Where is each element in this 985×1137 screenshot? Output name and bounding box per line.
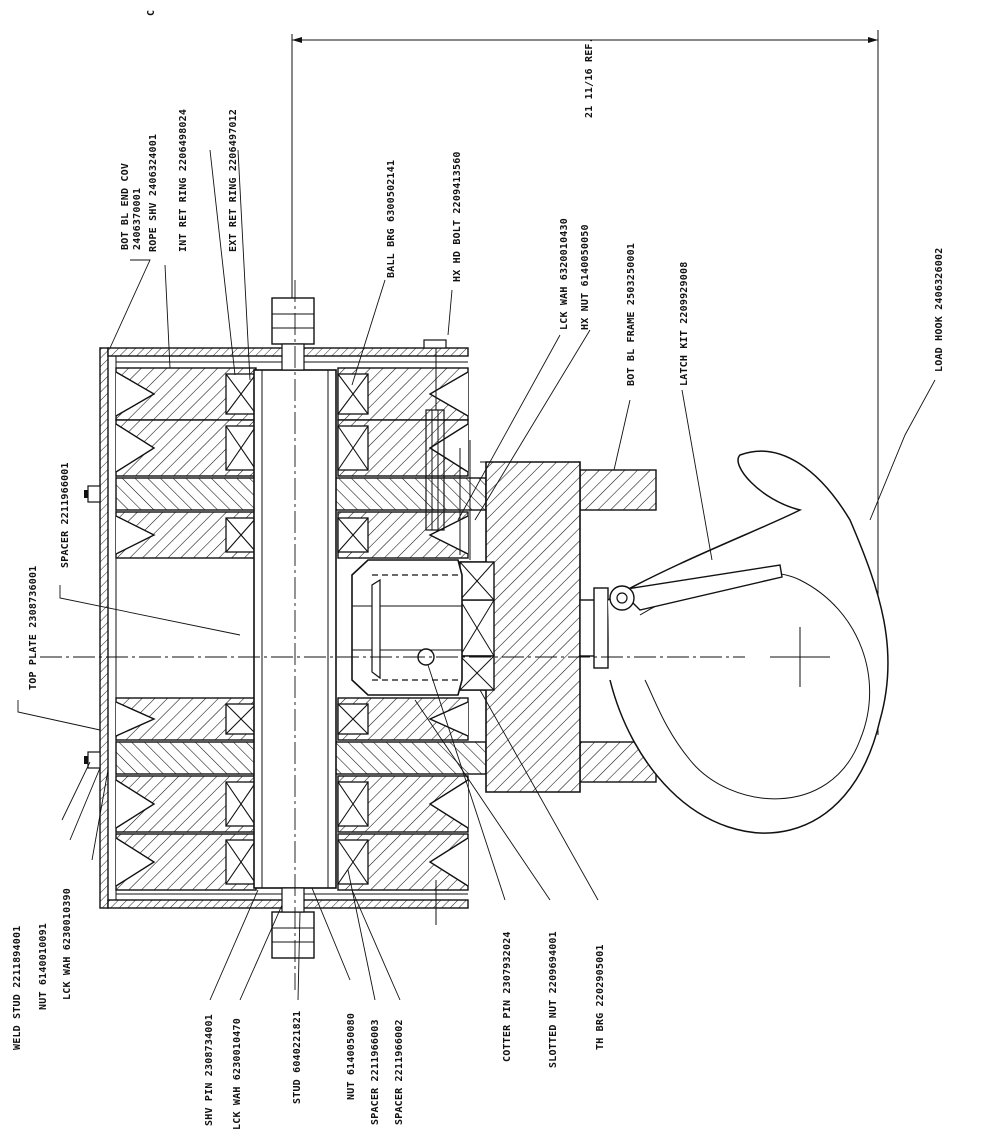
label-bot-bl-end-cov: BOT BL END COV — [120, 163, 131, 250]
bearing-cross — [225, 373, 257, 415]
label-latch-kit: LATCH KIT 2209929008 — [679, 262, 690, 386]
rope-groove — [428, 779, 469, 829]
label-nut-1: NUT 6140010091 — [38, 923, 49, 1010]
rope-sheaves — [115, 367, 469, 891]
label-weld-stud: WELD STUD 2211894001 — [12, 926, 23, 1050]
label-hx-hd-bolt: HX HD BOLT 2209413560 — [452, 151, 463, 282]
load-hook-shape — [607, 450, 889, 834]
label-bot-bl-end-cov-2: 2406370001 — [132, 188, 143, 250]
rope-groove — [428, 515, 469, 555]
rope-groove — [428, 701, 469, 737]
bearing-cross — [337, 373, 369, 415]
bearing-cross — [225, 517, 257, 553]
label-slotted-nut: SLOTTED NUT 2209694001 — [548, 931, 559, 1068]
label-shv-pin: SHV PIN 2308734001 — [204, 1014, 215, 1126]
label-ext-ret-ring: EXT RET RING 2206497012 — [228, 109, 239, 252]
label-spacer-3: SPACER 2211966003 — [370, 1019, 381, 1125]
bearing-cross — [337, 517, 369, 553]
label-int-ret-ring: INT RET RING 2206498024 — [178, 109, 189, 252]
part-labels: WELD STUD 2211894001 NUT 6140010091 LCK … — [12, 109, 945, 1130]
rope-groove — [428, 371, 469, 417]
dimension-text: 21 11/16 REF. — [584, 37, 595, 118]
fasteners — [84, 297, 486, 959]
label-stud: STUD 6040221821 — [292, 1011, 303, 1104]
bearing-cross — [225, 839, 257, 885]
rope-groove — [115, 837, 156, 887]
label-load-hook: LOAD HOOK 2406326002 — [934, 248, 945, 372]
bearing-cross — [337, 425, 369, 471]
label-nut-2: NUT 6140050080 — [346, 1013, 357, 1100]
rope-groove — [428, 837, 469, 887]
slotted-nut-shape — [351, 559, 463, 696]
label-top-plate: TOP PLATE 2308736001 — [28, 566, 39, 690]
label-bot-bl-frame: BOT BL FRAME 2503250001 — [626, 243, 637, 386]
rope-groove — [115, 779, 156, 829]
latch-kit-shape — [609, 564, 783, 611]
corner-mark: C — [146, 10, 157, 16]
label-lck-wah-3: LCK WAH 6230010470 — [232, 1018, 243, 1130]
rope-groove — [115, 515, 156, 555]
label-lck-wah-1: LCK WAH 6230010390 — [62, 888, 73, 1000]
leader-lines — [17, 149, 936, 1001]
bearing-cross — [337, 781, 369, 827]
label-lck-wah-2: LCK WAH 6320010430 — [559, 218, 570, 330]
rope-groove — [115, 371, 156, 417]
bearing-cross — [337, 703, 369, 735]
bearing-cross — [225, 425, 257, 471]
bottom-block-frame — [459, 461, 581, 793]
bearing-cross — [225, 781, 257, 827]
label-cotter-pin: COTTER PIN 2307932024 — [502, 931, 513, 1062]
hook-shank — [579, 587, 609, 669]
label-rope-shv: ROPE SHV 2406324001 — [148, 134, 159, 252]
label-ball-brg: BALL BRG 6300502141 — [386, 160, 397, 278]
label-hx-nut: HX NUT 6140050050 — [580, 224, 591, 330]
label-th-brg: TH BRG 2202905001 — [595, 944, 606, 1050]
rope-groove — [115, 701, 156, 737]
bearing-cross — [337, 839, 369, 885]
label-spacer-top: SPACER 2211966001 — [60, 462, 71, 568]
label-spacer-2: SPACER 2211966002 — [394, 1019, 405, 1125]
rope-groove — [428, 423, 469, 473]
rope-groove — [115, 423, 156, 473]
bearing-cross — [225, 703, 257, 735]
